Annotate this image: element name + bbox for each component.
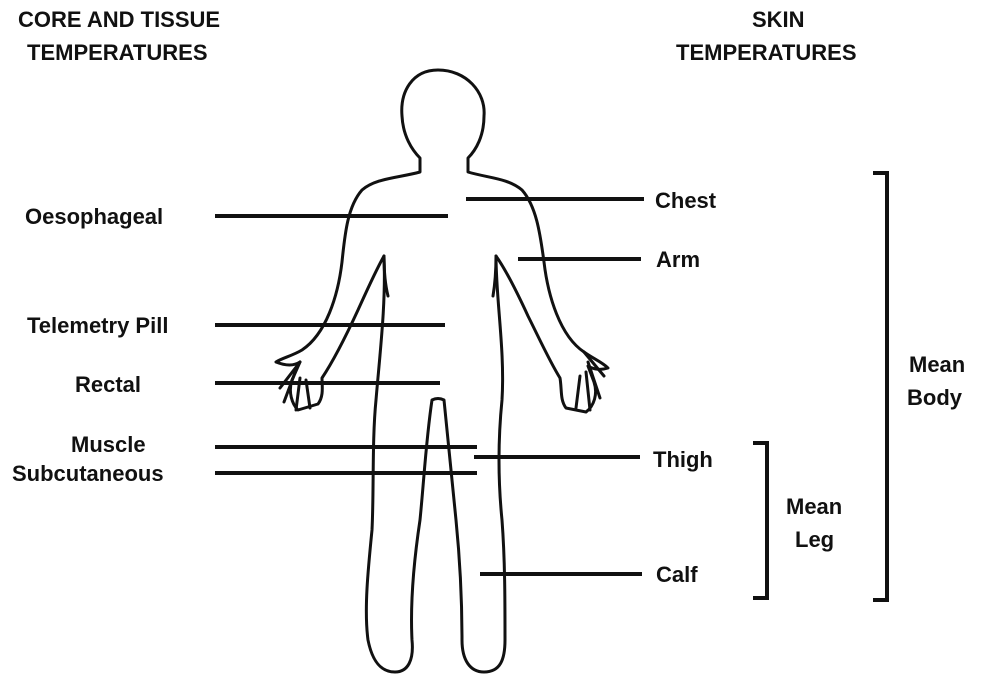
mean-body-bracket	[873, 173, 887, 600]
telemetry-pill-label: Telemetry Pill	[27, 313, 168, 338]
rectal-label: Rectal	[75, 372, 141, 397]
mean-body-label-line1: Mean	[909, 352, 965, 377]
calf-label: Calf	[656, 562, 698, 587]
mean-leg-label-line1: Mean	[786, 494, 842, 519]
mean-leg-label-line2: Leg	[795, 527, 834, 552]
core-header-line1: CORE AND TISSUE	[18, 7, 220, 32]
skin-header-line1: SKIN	[752, 7, 805, 32]
oesophageal-label: Oesophageal	[25, 204, 163, 229]
thigh-label: Thigh	[653, 447, 713, 472]
body-silhouette	[276, 70, 608, 672]
chest-label: Chest	[655, 188, 717, 213]
muscle-label: Muscle	[71, 432, 146, 457]
human-body-outline	[276, 70, 608, 672]
mean-leg-bracket	[753, 443, 767, 598]
core-header-line2: TEMPERATURES	[27, 40, 208, 65]
arm-label: Arm	[656, 247, 700, 272]
mean-body-label-line2: Body	[907, 385, 963, 410]
subcutaneous-label: Subcutaneous	[12, 461, 164, 486]
skin-header-line2: TEMPERATURES	[676, 40, 857, 65]
